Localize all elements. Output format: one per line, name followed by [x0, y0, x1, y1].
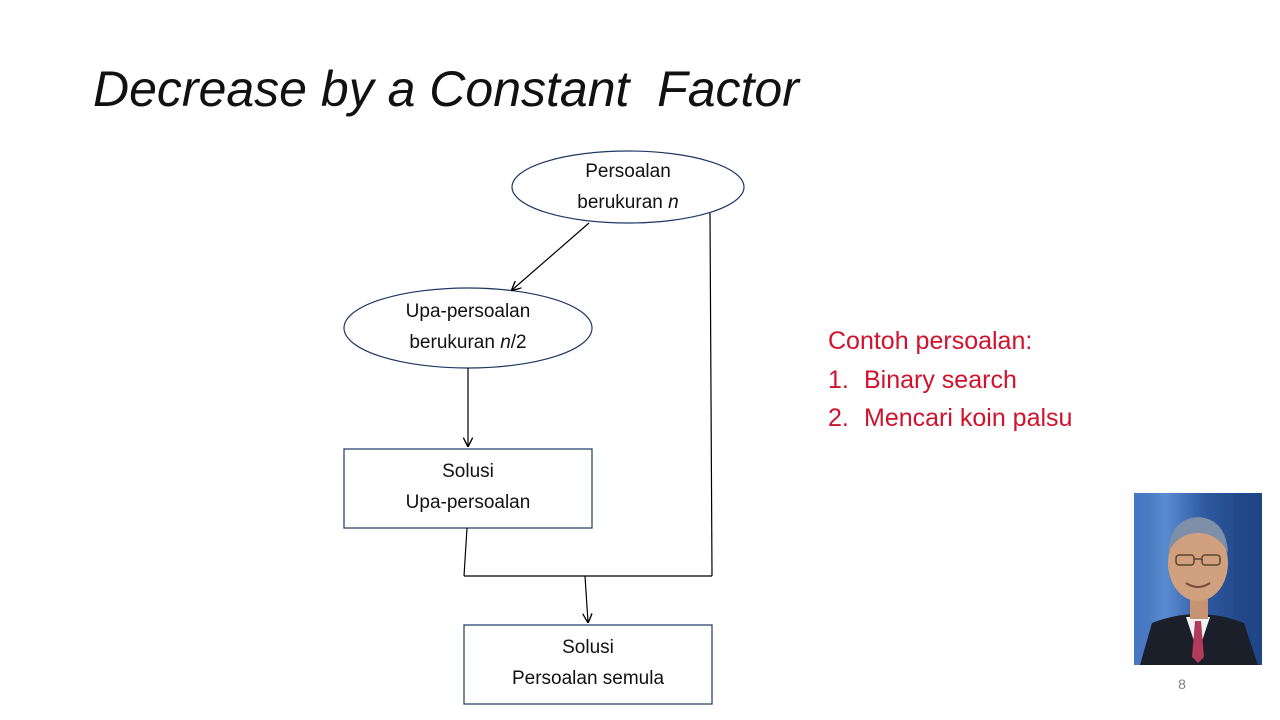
examples-list: 1.Binary search 2.Mencari koin palsu	[828, 361, 1072, 438]
solution-label-line1: Solusi	[562, 637, 614, 658]
examples-heading: Contoh persoalan:	[828, 327, 1033, 355]
subsolution-node-label: Solusi Upa-persoalan	[344, 456, 592, 518]
solution-node	[463, 624, 713, 705]
subproblem-label-line1: Upa-persoalan	[405, 301, 531, 322]
subsolution-label-line2: Upa-persoalan	[405, 492, 531, 513]
subsolution-node	[343, 448, 593, 529]
list-item: 2.Mencari koin palsu	[828, 404, 1073, 432]
connector-problem-bypass	[709, 212, 713, 577]
examples-block: Contoh persoalan: 1.Binary search 2.Menc…	[828, 322, 1072, 438]
subproblem-node-label: Upa-persoalan berukuran n/2	[344, 296, 592, 358]
problem-label-line1: Persoalan	[585, 161, 671, 182]
problem-label-line2: berukuran n	[577, 192, 679, 213]
problem-node-label: Persoalan berukuran n	[512, 156, 744, 218]
solution-label-line2: Persoalan semula	[511, 668, 665, 689]
arrow-problem-to-subproblem	[512, 222, 590, 290]
list-item: 1.Binary search	[828, 365, 1017, 394]
portrait-illustration	[1134, 493, 1262, 665]
presenter-portrait-icon	[1134, 493, 1262, 665]
solution-node-label: Solusi Persoalan semula	[464, 632, 712, 694]
problem-node	[511, 150, 745, 224]
connector-subsolution-down	[463, 527, 468, 577]
page-number: 8	[1178, 676, 1186, 692]
subsolution-label-line1: Solusi	[442, 461, 494, 482]
slide-title: Decrease by a Constant Factor	[93, 61, 799, 117]
subproblem-label-line2: berukuran n/2	[409, 332, 527, 353]
arrow-merge-to-solution	[585, 575, 588, 622]
